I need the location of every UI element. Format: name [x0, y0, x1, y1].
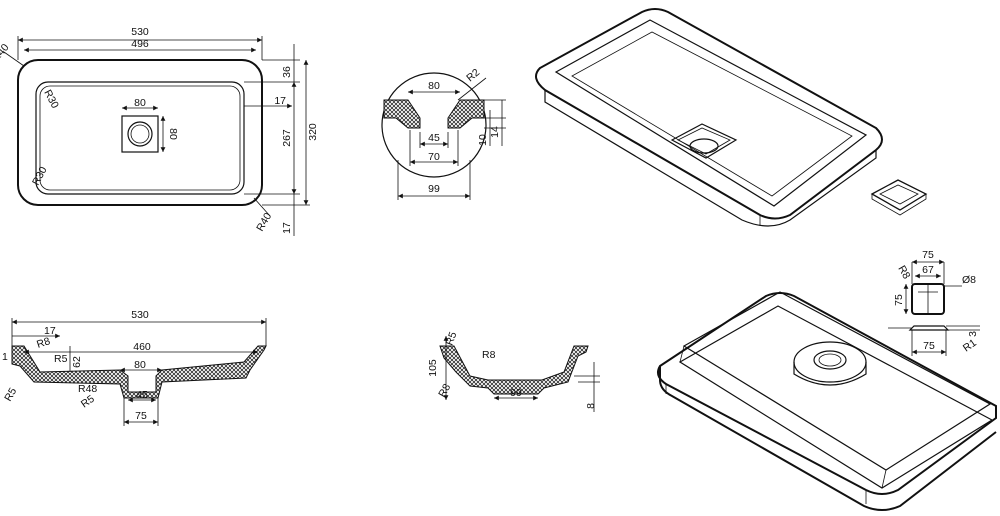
cap-side-profile [908, 325, 950, 331]
detail-dim-mid: 70 [428, 151, 440, 163]
front-dim-bottom: 45 [136, 389, 148, 401]
cap-dim-outer: 75 [922, 249, 934, 261]
cap-hole-dia: Ø8 [962, 274, 976, 286]
basin-rim-inner [554, 19, 868, 207]
detail-dim-height-b: 14 [489, 126, 501, 138]
radius-inner-tl: R30 [41, 88, 61, 111]
drain-cap [870, 179, 928, 211]
dim-outer-height: 320 [307, 123, 319, 141]
basin-base-front [544, 90, 877, 227]
cap-dim-base: 75 [923, 340, 935, 352]
front-radius-top: R8 [35, 335, 52, 351]
dim-width-inner: 496 [131, 38, 149, 50]
front-dim-inner: 460 [133, 341, 151, 353]
radius-outer-br: R40 [254, 211, 274, 234]
dim-rim-bottom: 17 [281, 222, 293, 234]
side-section: 105 R5 R8 R8 99 8 [427, 330, 600, 412]
front-section: 530 17 R8 R5 62 460 80 R48 R5 R5 1 45 75 [2, 309, 267, 426]
dim-inner-height: 267 [281, 129, 293, 147]
front-dim-outlet: 75 [135, 410, 147, 422]
detail-circle [381, 72, 487, 178]
underside-outlet [813, 350, 847, 370]
cap-radius-small: R1 [961, 337, 979, 355]
front-radius-left: R5 [2, 386, 19, 404]
cap-detail: 75 67 R8 Ø8 75 3 R1 75 [888, 249, 980, 356]
detail-dim-overall: 99 [428, 183, 440, 195]
detail-dim-bottom: 45 [428, 132, 440, 144]
dim-rim-side: 17 [274, 95, 286, 107]
dim-drain-width: 80 [134, 97, 146, 109]
basin-bowl [571, 31, 853, 197]
drain-section-right [447, 99, 485, 129]
front-radius-mid: R5 [54, 353, 68, 365]
drain-hole-inner [130, 124, 150, 144]
isometric-basin [535, 8, 928, 227]
isometric-underside [657, 291, 997, 511]
front-dim-left-height: 1 [2, 351, 8, 363]
front-radius-floor: R48 [78, 383, 97, 395]
dim-drain-height: 80 [167, 128, 179, 140]
side-dim-base: 8 [585, 403, 597, 409]
basin-drain-square [670, 123, 738, 159]
dim-rim-top: 36 [281, 66, 293, 78]
cap-dim-thickness: 3 [967, 331, 979, 337]
front-radius-outer: R5 [79, 393, 97, 411]
front-dim-depth: 62 [71, 356, 83, 368]
basin-outline-outer [17, 59, 263, 206]
side-dim-height: 105 [427, 359, 439, 377]
cap-dim-height: 75 [893, 294, 905, 306]
drain-detail: 80 R2 45 70 99 10 14 [381, 66, 506, 200]
drain-square [121, 115, 159, 153]
detail-dim-top: 80 [428, 80, 440, 92]
radius-inner-bl: R30 [30, 165, 50, 188]
cap-radius-corner: R8 [895, 264, 912, 282]
side-dim-drain: 99 [510, 387, 522, 399]
basin-outline-inner [35, 81, 245, 195]
drain-section-left [383, 99, 421, 129]
radius-outer-tl: R40 [0, 41, 12, 64]
basin-bowl-edge [39, 85, 241, 191]
detail-radius: R2 [464, 66, 482, 84]
underside-rim-front [659, 366, 997, 511]
basin-drain-hole [689, 138, 719, 154]
side-radius-bottom: R8 [436, 382, 453, 400]
underside-base [682, 291, 992, 471]
cap-dim-inner: 67 [922, 264, 934, 276]
side-section-body [439, 345, 589, 395]
front-dim-overall: 530 [131, 309, 149, 321]
drain-hole [127, 121, 153, 147]
side-radius-mid: R8 [482, 349, 496, 361]
detail-dim-height-a: 10 [477, 134, 489, 146]
side-radius-rim: R5 [444, 330, 460, 347]
top-view: 530 496 R40 R30 R30 R40 80 80 36 17 267 … [0, 26, 319, 236]
basin-rim-outer [535, 8, 883, 220]
dim-width-outer: 530 [131, 26, 149, 38]
underside-boss [793, 341, 867, 383]
front-dim-drain: 80 [134, 359, 146, 371]
front-dim-rim: 17 [44, 325, 56, 337]
underside-rim-top [657, 292, 997, 495]
